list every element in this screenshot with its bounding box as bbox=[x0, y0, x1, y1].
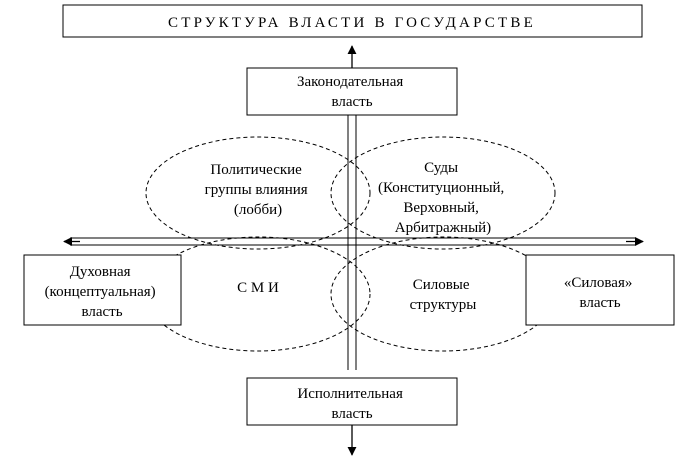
svg-text:«Силовая» власть: «Силовая» власть bbox=[564, 275, 636, 311]
security-label: Силовые структуры bbox=[410, 277, 477, 313]
legislative-power-box: Законодательная власть bbox=[246, 67, 458, 116]
lobby-ellipse bbox=[145, 136, 371, 250]
security-ellipse bbox=[330, 236, 556, 352]
legislative-line-1: Законодательная bbox=[297, 74, 403, 90]
courts-ellipse bbox=[330, 136, 556, 250]
media-label: С М И bbox=[237, 280, 279, 296]
vertical-axis bbox=[347, 45, 357, 456]
force-line-1: «Силовая» bbox=[564, 275, 632, 291]
executive-line-1: Исполнительная bbox=[297, 386, 403, 402]
title-box: СТРУКТУРА ВЛАСТИ В ГОСУДАРСТВЕ bbox=[62, 4, 643, 38]
svg-text:Законодательная власть: Законодательная власть bbox=[297, 74, 407, 110]
spiritual-line-3: власть bbox=[81, 304, 122, 320]
force-power-box: «Силовая» власть bbox=[525, 254, 675, 326]
media-ellipse bbox=[145, 236, 371, 352]
spiritual-power-box: Духовная (концептуальная) власть bbox=[23, 254, 182, 326]
force-line-2: власть bbox=[579, 295, 620, 311]
courts-label: Суды (Конституционный, Верховный, Арбитр… bbox=[378, 160, 508, 236]
lobby-label: Политические группы влияния (лобби) bbox=[205, 162, 312, 218]
executive-line-2: власть bbox=[331, 406, 372, 422]
spiritual-line-2: (концептуальная) bbox=[45, 284, 156, 300]
legislative-line-2: власть bbox=[331, 94, 372, 110]
svg-text:Исполнительная власть: Исполнительная власть bbox=[297, 386, 406, 422]
executive-power-box: Исполнительная власть bbox=[246, 377, 458, 426]
spiritual-line-1: Духовная bbox=[70, 264, 131, 280]
diagram-title: СТРУКТУРА ВЛАСТИ В ГОСУДАРСТВЕ bbox=[168, 15, 536, 31]
svg-text:Духовная (концептуальная: Духовная (концептуальная) власть bbox=[45, 264, 160, 320]
horizontal-axis bbox=[63, 236, 644, 247]
